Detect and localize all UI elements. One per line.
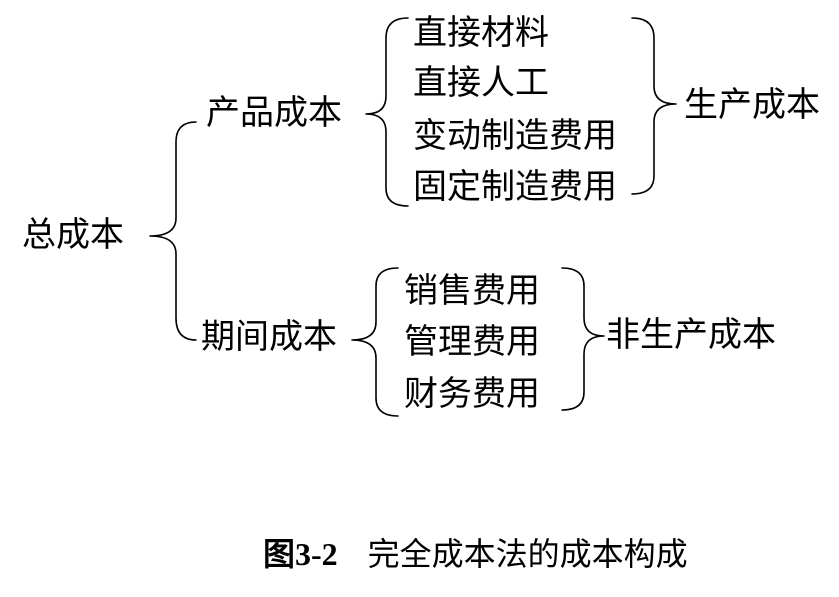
period-cost-left-brace [351, 267, 399, 417]
figure-number: 图3-2 [263, 536, 338, 572]
product-cost-left-brace [365, 17, 409, 207]
period-cost-right-brace [561, 267, 605, 411]
branch-node-period-cost: 期间成本 [201, 317, 337, 357]
group-label-production-cost: 生产成本 [684, 85, 820, 125]
leaf-direct-materials: 直接材料 [413, 13, 549, 53]
leaf-direct-labor: 直接人工 [413, 63, 549, 103]
root-brace [149, 121, 197, 341]
leaf-variable-overhead: 变动制造费用 [413, 116, 617, 156]
leaf-fixed-overhead: 固定制造费用 [413, 167, 617, 207]
leaf-selling-expense: 销售费用 [404, 271, 540, 311]
branch-node-product-cost: 产品成本 [206, 93, 342, 133]
leaf-admin-expense: 管理费用 [404, 322, 540, 362]
product-cost-right-brace [631, 17, 677, 195]
leaf-financial-expense: 财务费用 [404, 374, 540, 414]
root-node-total-cost: 总成本 [22, 215, 124, 255]
figure-caption: 图3-2 完全成本法的成本构成 [263, 538, 688, 570]
figure-title: 完全成本法的成本构成 [367, 535, 688, 573]
group-label-non-production-cost: 非生产成本 [606, 315, 776, 355]
